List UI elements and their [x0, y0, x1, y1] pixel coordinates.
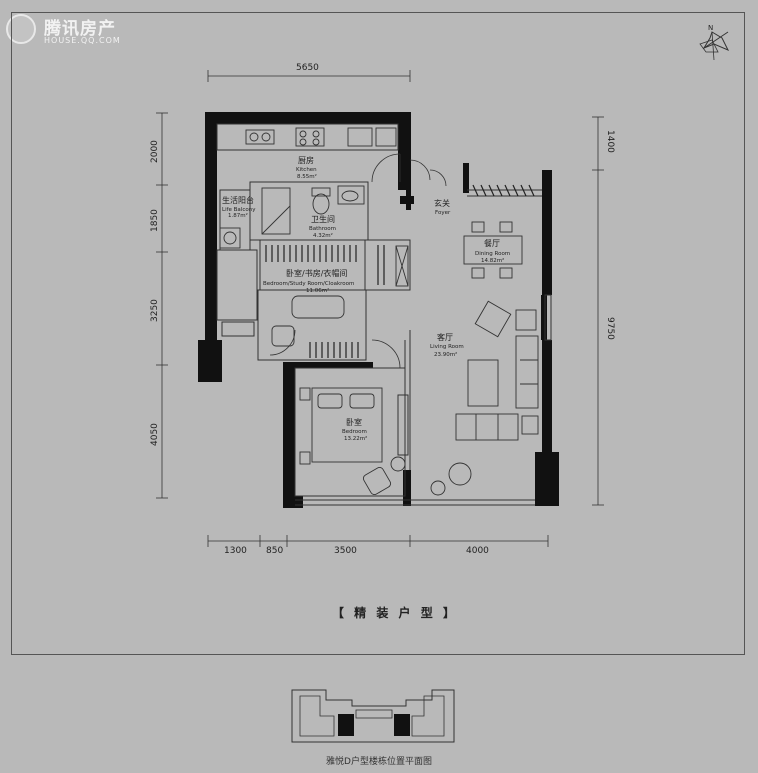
living-en: Living Room [430, 344, 464, 350]
bed-icon [311, 387, 383, 463]
stove-icon [295, 127, 325, 147]
key-plan-title: 雅悦D户型楼栋位置平面图 [326, 757, 432, 767]
study-en: Bedroom/Study Room/Cloakroom [263, 281, 354, 287]
dim-left-4: 4050 [150, 423, 160, 446]
sofa-icon [515, 335, 539, 409]
bedroom-area: 13.22m² [344, 435, 367, 442]
unit-highlight-right [394, 714, 410, 736]
plan-caption: 【 精 装 户 型 】 [332, 606, 458, 620]
bathroom-cn: 卫生间 [311, 214, 335, 224]
living-furniture [430, 300, 539, 496]
bathroom-en: Bathroom [309, 226, 336, 232]
balcony-area: 1.87m² [228, 212, 248, 219]
kitchen-cn: 厨房 [298, 155, 314, 165]
living-cn: 客厅 [437, 332, 453, 342]
dim-left-1: 2000 [150, 140, 160, 163]
foyer-en: Foyer [435, 210, 451, 216]
bedroom-en: Bedroom [342, 429, 367, 435]
watermark-logo: 腾讯房产 HOUSE.QQ.COM [6, 14, 120, 46]
chair-icon [271, 325, 295, 347]
dim-bottom-2: 850 [266, 546, 283, 556]
room-labels: 厨房 Kitchen 8.55m² 生活阳台 Life Balcony 1.87… [222, 155, 510, 442]
dim-top: 5650 [296, 63, 319, 73]
interior-lines [216, 123, 552, 506]
kitchen-fixtures [245, 127, 397, 147]
study-furniture [271, 245, 409, 347]
compass-icon: N [699, 24, 730, 61]
bedroom-furniture [299, 387, 406, 496]
dim-left-2: 1850 [150, 209, 160, 232]
sink-icon [245, 129, 275, 145]
foyer-cn: 玄关 [434, 198, 450, 208]
dining-area: 14.82m² [481, 257, 504, 264]
watermark-cn: 腾讯房产 [44, 19, 116, 39]
dim-right-2: 9750 [605, 317, 615, 340]
desk-icon [291, 295, 345, 319]
balcony-en: Life Balcony [222, 207, 256, 213]
bathroom-fixtures [261, 185, 365, 235]
fridge-icon [347, 127, 373, 147]
toilet-icon [312, 193, 330, 215]
dim-right-1: 1400 [605, 130, 615, 153]
unit-highlight-left [338, 714, 354, 736]
dining-cn: 餐厅 [484, 239, 500, 248]
wardrobe-hatching [265, 184, 535, 358]
armchair-bedroom-icon [362, 466, 392, 496]
kitchen-area: 8.55m² [297, 173, 317, 180]
study-cn: 卧室/书房/衣帽间 [286, 268, 347, 278]
dim-bottom-3: 3500 [334, 546, 357, 556]
drawing-frame [11, 12, 745, 655]
walls [198, 112, 559, 508]
bedroom-cn: 卧室 [346, 417, 362, 427]
kitchen-en: Kitchen [296, 167, 317, 173]
balcony-fixtures [219, 227, 241, 249]
armchair-icon [474, 300, 512, 338]
dining-en: Dining Room [475, 251, 510, 257]
study-area: 11.06m² [306, 287, 329, 294]
dimension-lines [156, 70, 604, 547]
building-key-plan [291, 689, 455, 743]
basin-icon [341, 190, 359, 202]
coffee-table-icon [467, 359, 499, 407]
side-table-icon [430, 480, 446, 496]
dim-bottom-4: 4000 [466, 546, 489, 556]
living-area: 23.90m² [434, 351, 457, 358]
dim-bottom-1: 1300 [224, 546, 247, 556]
washer-icon [219, 227, 241, 249]
balcony-cn: 生活阳台 [222, 195, 254, 205]
shower-icon [261, 187, 291, 235]
compass-label: N [708, 24, 713, 32]
bathroom-area: 4.32m² [313, 232, 333, 239]
dim-left-3: 3250 [150, 299, 160, 322]
dining-table-icon [463, 221, 523, 279]
doors [269, 153, 447, 369]
round-chair-icon [448, 462, 472, 486]
watermark-en: HOUSE.QQ.COM [44, 36, 121, 45]
sofa-bottom-icon [455, 413, 519, 441]
